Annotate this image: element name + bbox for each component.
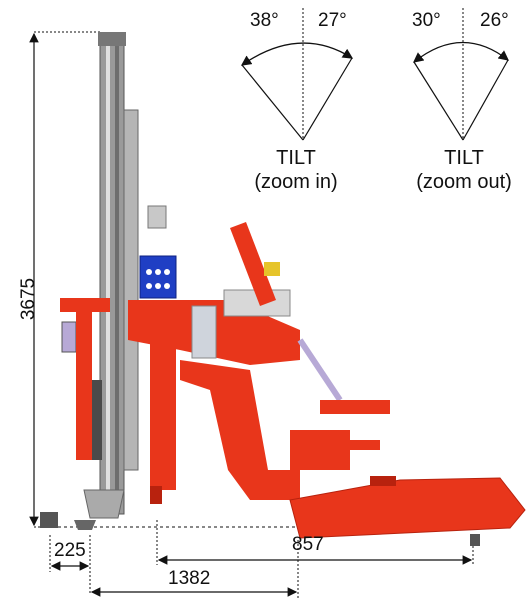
- base-foot-center: [74, 520, 96, 530]
- lifting-eye: [370, 476, 396, 486]
- tilt-out-label: TILT (zoom out): [400, 146, 528, 194]
- upper-box: [147, 205, 167, 229]
- mast-rail-right: [115, 34, 119, 514]
- panel-knob-3: [164, 269, 170, 275]
- panel-knob-4: [146, 283, 152, 289]
- reach-short-value: 857: [292, 534, 324, 555]
- tilt-zoom-in-diagram: [240, 8, 354, 141]
- base-foot-left: [40, 512, 58, 528]
- tilt-in-left-edge: [241, 64, 304, 141]
- mast-foot: [83, 489, 125, 519]
- cradle-vertical: [76, 300, 92, 460]
- slew-cylinder: [320, 400, 390, 414]
- tilt-out-label-line2: (zoom out): [416, 171, 512, 193]
- hose-reel: [61, 321, 77, 353]
- yellow-component: [264, 262, 280, 276]
- tilt-in-angle-right: 27°: [318, 10, 347, 31]
- offset-small-value: 225: [54, 540, 86, 561]
- mast-top-pulley: [98, 32, 126, 46]
- panel-knob-2: [155, 269, 161, 275]
- tilt-in-arc: [240, 42, 354, 66]
- panel-knob-5: [155, 283, 161, 289]
- tilt-out-angle-right: 26°: [480, 10, 509, 31]
- tilt-in-label-line2: (zoom in): [254, 171, 338, 193]
- tilt-in-right-edge: [302, 57, 353, 141]
- tilt-zoom-out-diagram: [412, 8, 510, 141]
- carrier-boom: [289, 477, 526, 539]
- drill-rig-machine: [40, 32, 526, 546]
- tilt-out-left-edge: [413, 61, 464, 141]
- drill-rod: [123, 109, 139, 471]
- tilt-in-label: TILT (zoom in): [238, 146, 354, 194]
- mast-rail-left: [106, 34, 110, 514]
- auxiliary-cylinder: [340, 440, 380, 450]
- valve-block: [191, 305, 217, 359]
- support-leg: [150, 340, 176, 490]
- panel-knob-1: [146, 269, 152, 275]
- reach-long-value: 1382: [168, 568, 211, 589]
- lift-cylinder: [230, 222, 276, 306]
- main-boom: [180, 360, 300, 500]
- feed-mast: [99, 33, 125, 515]
- tilt-out-right-edge: [462, 59, 509, 141]
- tilt-in-angle-left: 38°: [250, 10, 279, 31]
- tilt-out-label-line1: TILT: [444, 147, 484, 169]
- control-panel: [139, 255, 177, 299]
- boom-end-foot: [470, 534, 480, 546]
- hydraulic-hose: [297, 338, 343, 402]
- height-value: 3675: [18, 277, 39, 321]
- tilt-out-arc: [412, 41, 510, 63]
- tilt-in-label-line1: TILT: [276, 147, 316, 169]
- panel-knob-6: [164, 283, 170, 289]
- support-leg-pad: [150, 486, 162, 504]
- tilt-out-angle-left: 30°: [412, 10, 441, 31]
